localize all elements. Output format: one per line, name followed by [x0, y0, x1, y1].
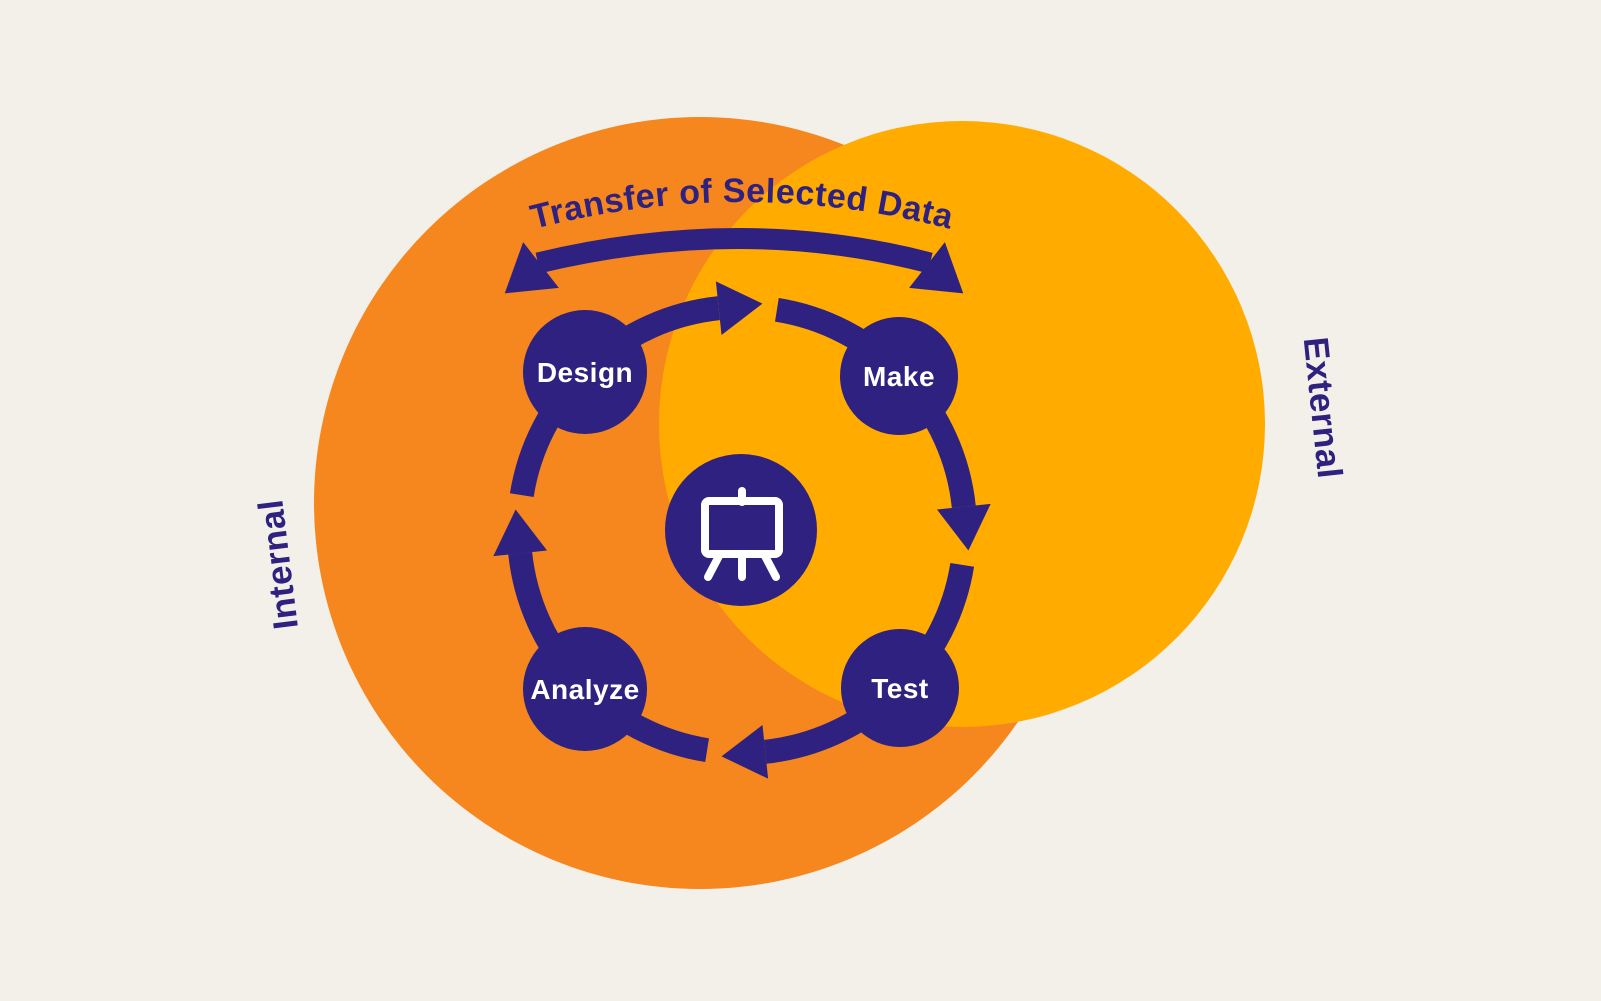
arrowhead-bottom-icon [721, 724, 769, 779]
arrowhead-right-icon [936, 503, 991, 551]
analyze-node-circle [523, 627, 647, 751]
cycle-node-test: Test [841, 629, 959, 747]
external-region-circle [659, 121, 1265, 727]
cycle-node-design: Design [523, 310, 647, 434]
make-node-circle [840, 317, 958, 435]
center-hub-circle [665, 454, 817, 606]
cycle-node-analyze: Analyze [523, 627, 647, 751]
test-node-circle [841, 629, 959, 747]
transfer-arrow [504, 228, 964, 294]
cycle-node-make: Make [840, 317, 958, 435]
easel-board-icon [701, 487, 783, 581]
design-node-label: Design [537, 357, 633, 388]
test-node-label: Test [871, 673, 929, 704]
easel-left-leg [704, 552, 723, 581]
center-hub [665, 454, 817, 606]
design-node-circle [523, 310, 647, 434]
easel-right-leg [761, 552, 780, 581]
transfer-arrow-left-head-icon [504, 242, 559, 294]
analyze-node-label: Analyze [530, 674, 639, 705]
arrowhead-left-icon [493, 509, 548, 557]
transfer-arrow-right-head-icon [909, 242, 964, 294]
make-node-label: Make [863, 361, 935, 392]
transfer-arrow-band [535, 228, 933, 274]
arrowhead-top-icon [715, 281, 763, 336]
